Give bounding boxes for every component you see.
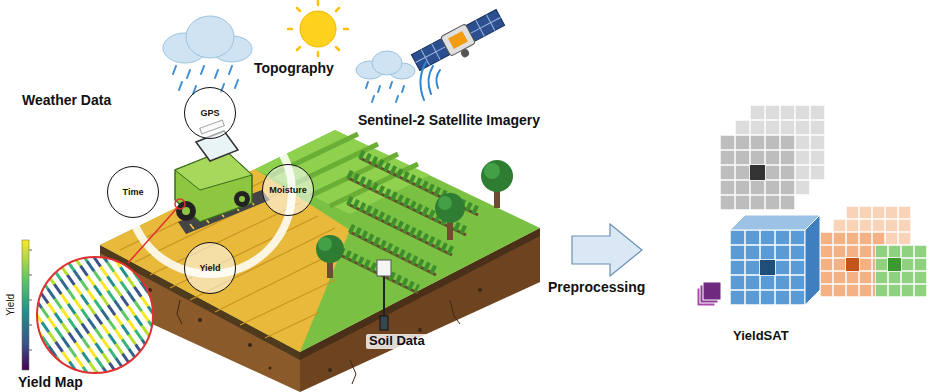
- trees: [316, 160, 513, 278]
- data-cubes: [697, 105, 927, 306]
- attribute-circle: Time: [107, 166, 159, 218]
- attribute-circle: Moisture: [262, 164, 314, 216]
- attribute-circle: Yield: [184, 242, 236, 294]
- weather-label: Weather Data: [22, 92, 111, 108]
- process-label: Preprocessing: [548, 279, 645, 295]
- satellite: [410, 8, 509, 100]
- attribute-circle: GPS: [184, 87, 236, 139]
- circle-label: Moisture: [269, 186, 307, 195]
- soil-label: Soil Data: [366, 334, 428, 349]
- dataset-label: YieldSAT: [733, 329, 789, 344]
- colorbar-label: Yield: [5, 294, 17, 316]
- topography-label: Topography: [254, 60, 334, 76]
- yield-map: [30, 199, 185, 380]
- circle-label: Yield: [199, 264, 220, 273]
- color-bar: [22, 240, 32, 370]
- weather: [163, 1, 415, 102]
- circle-label: Time: [123, 188, 144, 197]
- circle-label: GPS: [200, 109, 219, 118]
- satellite-label: Sentinel-2 Satellite Imagery: [358, 112, 540, 128]
- process-arrow: [572, 224, 642, 276]
- soil-sensor: [377, 260, 391, 330]
- yield-map-label: Yield Map: [18, 374, 83, 390]
